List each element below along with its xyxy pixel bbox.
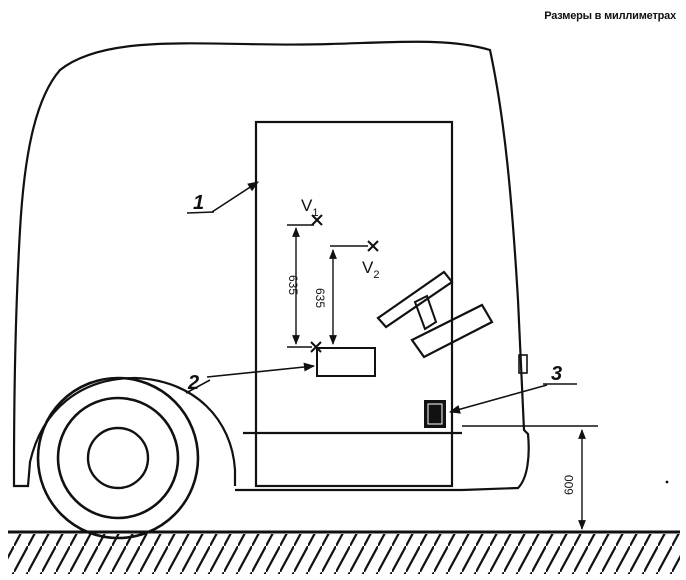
callout-1-leader — [211, 181, 259, 213]
callout-2-label: 2 — [187, 372, 199, 394]
ground — [8, 530, 680, 574]
wheel-tire — [36, 376, 200, 540]
point-v1-label: V1 — [301, 196, 318, 219]
steering-wheel — [376, 270, 494, 359]
steering-wheel-hub — [413, 294, 438, 331]
wheel-rim — [56, 396, 180, 520]
seat-box — [316, 347, 376, 377]
callout-3-leader — [448, 384, 548, 414]
callout-1-label: 1 — [193, 192, 204, 214]
speck — [665, 480, 669, 484]
callout-2-underline — [185, 379, 211, 394]
wheel-hub — [86, 426, 150, 490]
callout-2-leader — [206, 362, 316, 378]
door-opening — [254, 120, 454, 488]
steering-wheel-rim — [376, 270, 454, 329]
caption-dimensions-in-mm: Размеры в миллиметрах — [544, 10, 677, 22]
side-lamp — [518, 354, 528, 374]
cab-body-outline — [12, 40, 530, 492]
item-3-block-inner — [427, 403, 443, 425]
callout-3-label: 3 — [551, 363, 562, 385]
point-v2-label: V2 — [362, 258, 379, 281]
steering-column — [410, 303, 494, 359]
ground-hatching — [8, 534, 680, 574]
dim3-value: 600 — [562, 475, 576, 495]
point-v1-marker — [311, 214, 323, 226]
wheel — [36, 376, 200, 540]
item-3-block — [424, 400, 446, 428]
dim2-value: 635 — [313, 288, 327, 308]
callout-1-underline — [186, 211, 215, 214]
point-v2-marker — [367, 240, 379, 252]
dim1-value: 635 — [286, 275, 300, 295]
